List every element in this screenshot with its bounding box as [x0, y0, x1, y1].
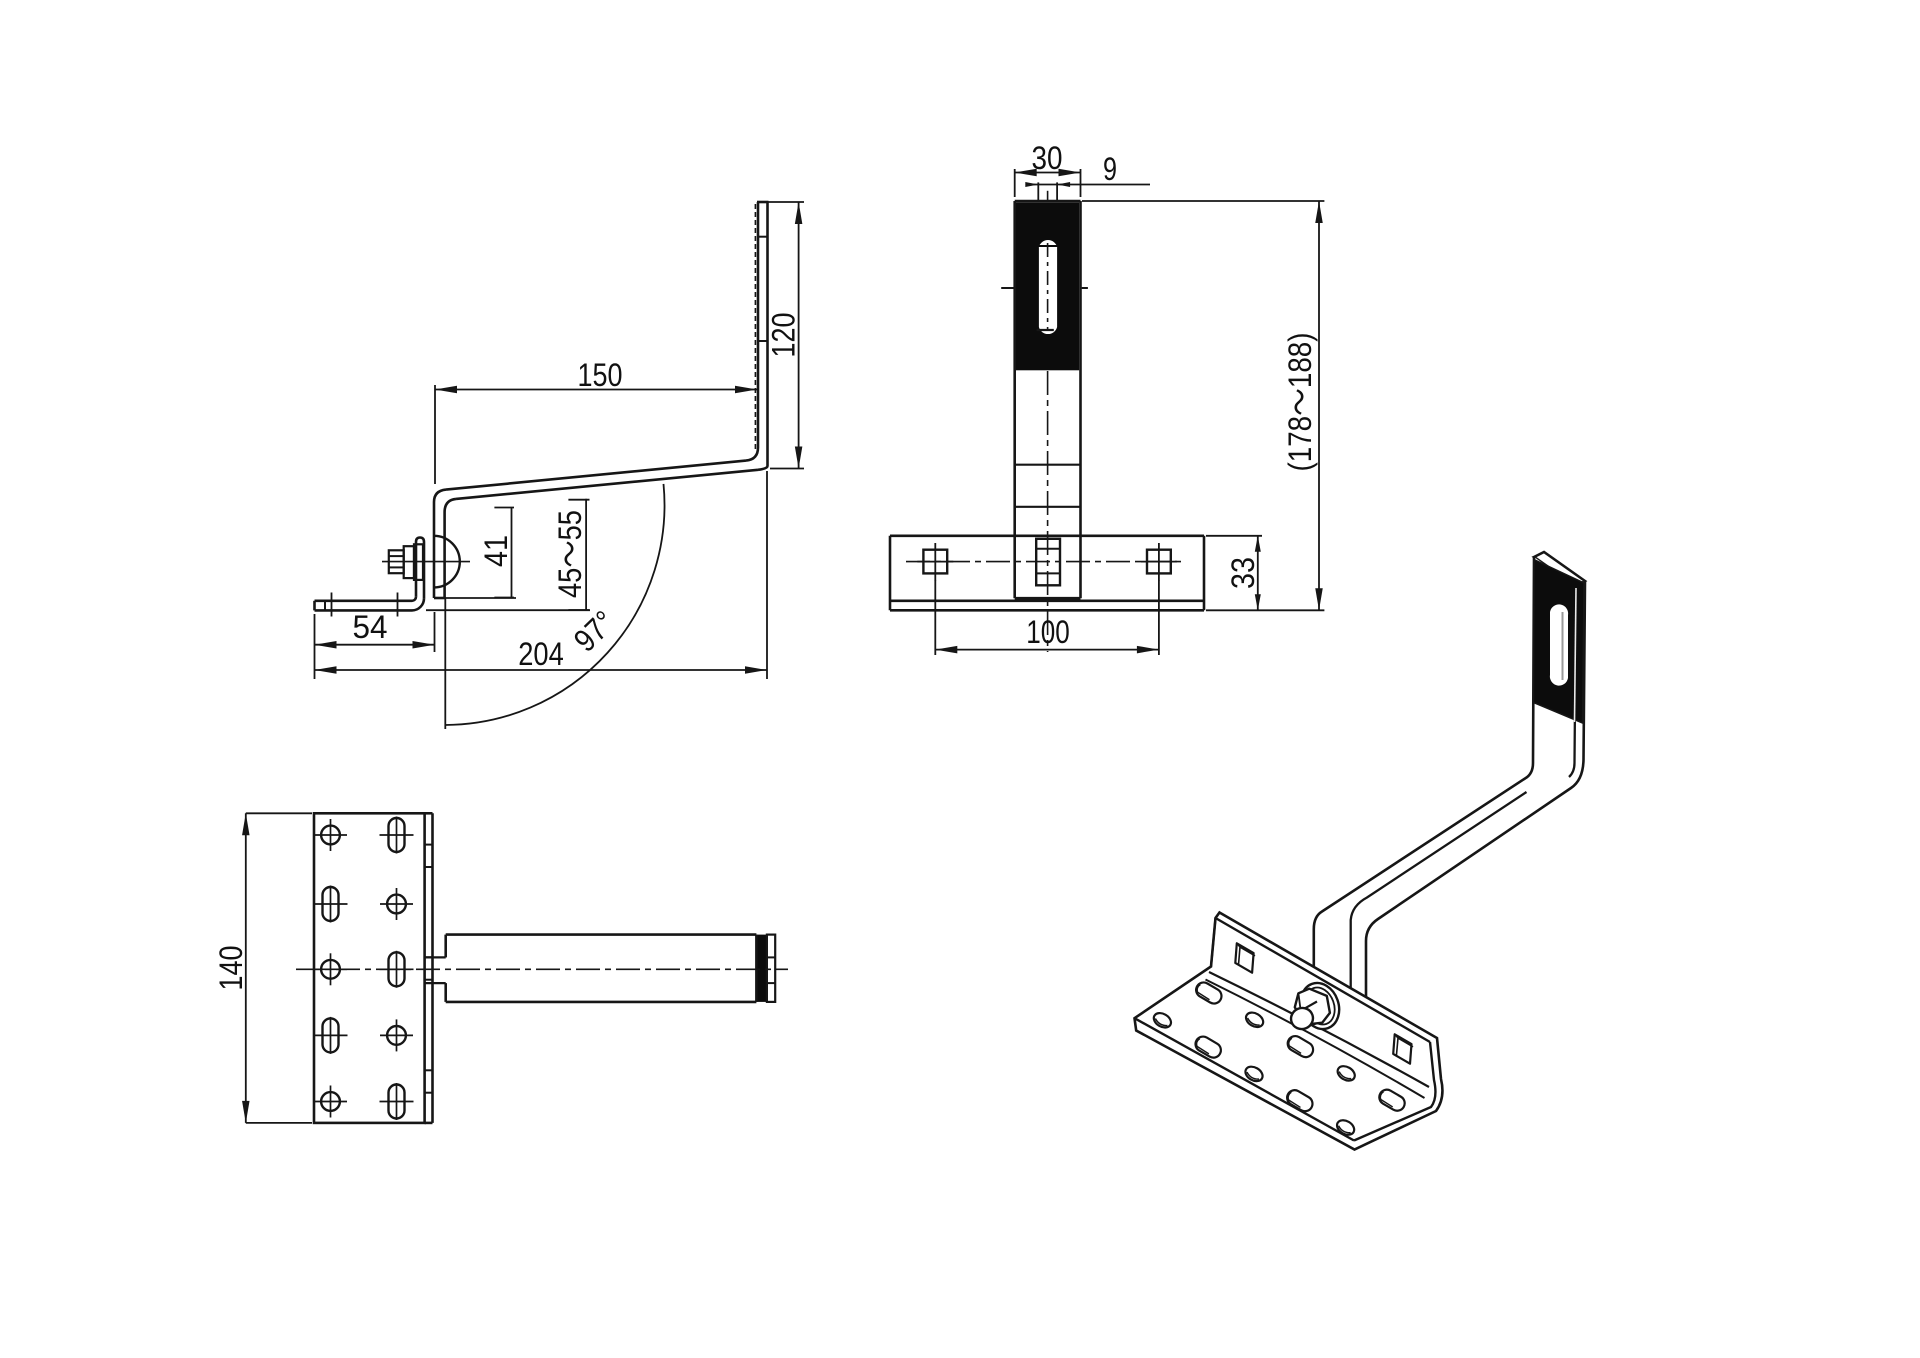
svg-text:140: 140 [213, 946, 249, 991]
svg-text:120: 120 [766, 313, 802, 358]
svg-text:33: 33 [1225, 557, 1261, 589]
svg-text:204: 204 [518, 636, 564, 672]
svg-text:150: 150 [578, 357, 623, 393]
svg-text:41: 41 [478, 535, 514, 567]
svg-text:(178〜188): (178〜188) [1282, 333, 1318, 472]
svg-text:30: 30 [1032, 140, 1063, 176]
svg-text:54: 54 [353, 609, 388, 645]
svg-text:45〜55: 45〜55 [552, 510, 588, 598]
svg-text:9: 9 [1103, 151, 1117, 187]
svg-text:100: 100 [1026, 614, 1070, 650]
